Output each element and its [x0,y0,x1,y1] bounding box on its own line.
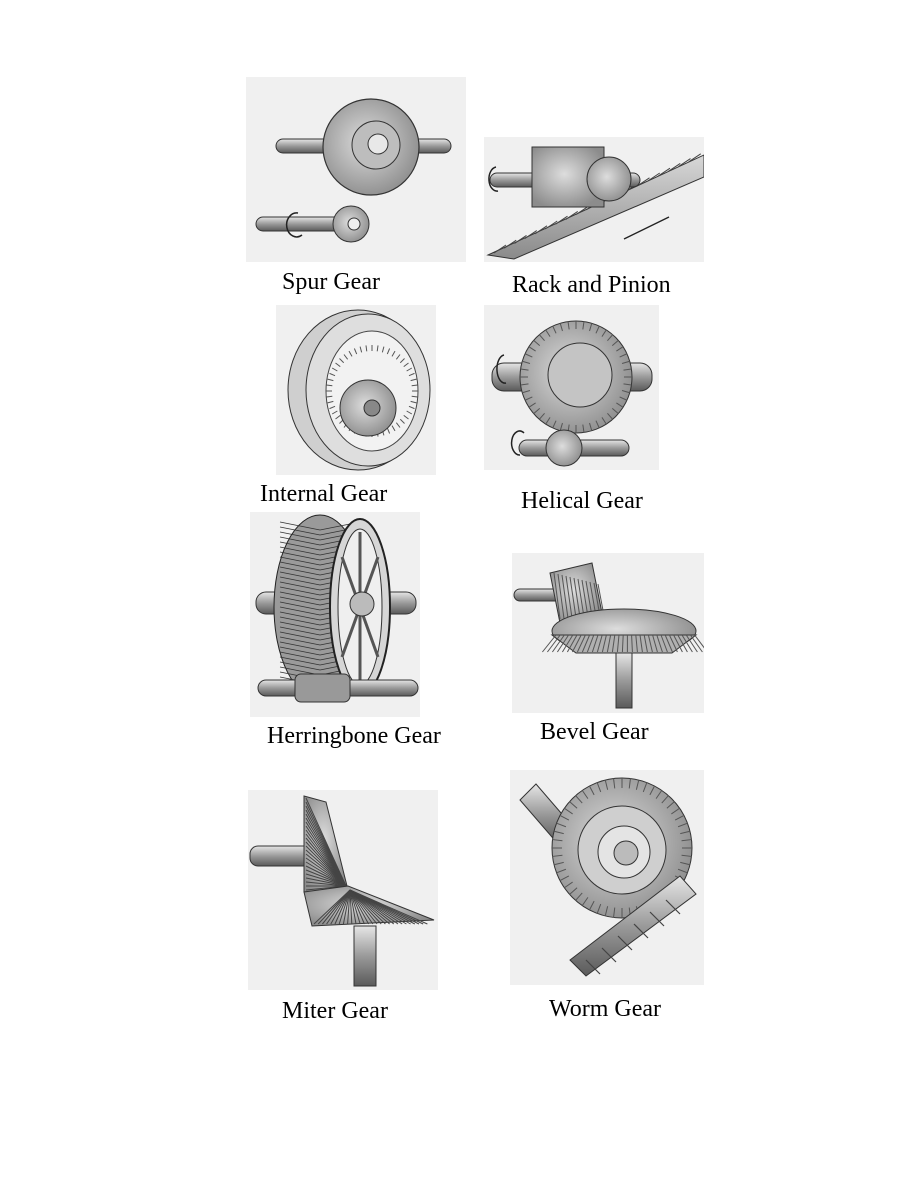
worm-gear-illustration [510,770,704,985]
helical-gear-illustration [484,305,659,470]
internal-gear-label: Internal Gear [260,481,388,507]
helical-gear-label: Helical Gear [521,488,643,514]
rack-and-pinion-label: Rack and Pinion [512,272,671,298]
internal-gear-illustration [276,305,436,475]
miter-gear-illustration [248,790,438,990]
spur-gear-illustration [246,77,466,262]
bevel-gear-label: Bevel Gear [540,719,649,745]
bevel-gear-illustration [512,553,704,713]
miter-gear-label: Miter Gear [282,998,388,1024]
spur-gear-label: Spur Gear [282,269,380,295]
worm-gear-label: Worm Gear [549,996,662,1022]
rack-and-pinion-illustration [484,137,704,262]
herringbone-gear-illustration [250,512,420,717]
herringbone-gear-label: Herringbone Gear [267,723,441,749]
